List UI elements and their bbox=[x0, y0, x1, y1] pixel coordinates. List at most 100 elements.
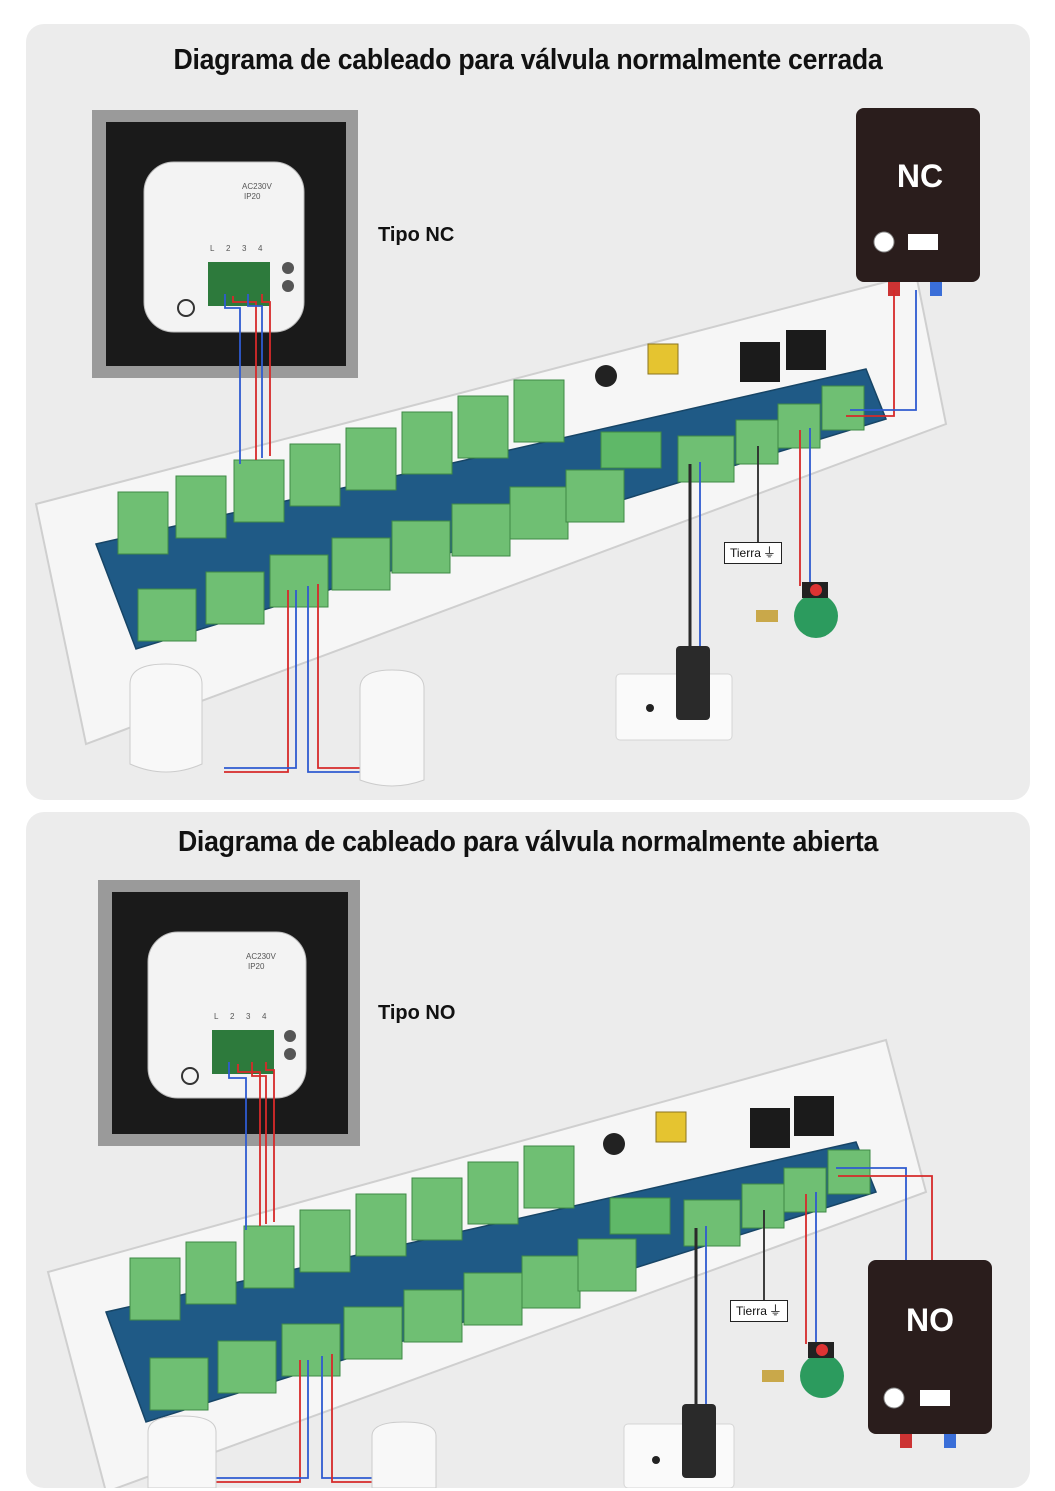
terminal-block-boiler bbox=[821, 385, 865, 431]
panel-normally-closed: Diagrama de cableado para válvula normal… bbox=[26, 24, 1030, 800]
thermostat-terminals bbox=[208, 262, 270, 306]
thermostat-voltage: AC230V bbox=[246, 952, 276, 961]
tank-pipe-hot bbox=[900, 1434, 912, 1448]
ground-label-text: Tierra bbox=[730, 546, 761, 560]
terminal-block bbox=[299, 1209, 351, 1273]
wiring-scene-no bbox=[46, 880, 992, 1488]
terminal-block bbox=[577, 1238, 637, 1292]
actuator-icon bbox=[147, 1415, 217, 1488]
terminal-block bbox=[513, 379, 565, 443]
terminal-block-pump bbox=[783, 1167, 827, 1213]
thermostat-module bbox=[143, 161, 305, 333]
relay bbox=[740, 342, 780, 382]
terminal-block-ground bbox=[741, 1183, 785, 1229]
fuse-holder bbox=[600, 431, 662, 469]
thermostat-screw bbox=[282, 262, 294, 274]
pump-icon bbox=[762, 1342, 844, 1398]
panel-normally-open: Diagrama de cableado para válvula normal… bbox=[26, 812, 1030, 1488]
relay bbox=[750, 1108, 790, 1148]
terminal-block bbox=[205, 571, 265, 625]
upper-terminal-row bbox=[117, 379, 565, 555]
tank-pipe-hot bbox=[888, 282, 900, 296]
terminal-block bbox=[467, 1161, 519, 1225]
transformer bbox=[647, 343, 679, 375]
thermostat-terminal-label: 3 bbox=[242, 244, 247, 253]
pump-icon bbox=[756, 582, 838, 638]
terminal-block-boiler bbox=[827, 1149, 871, 1195]
power-outlet-icon bbox=[615, 646, 733, 741]
terminal-block bbox=[137, 588, 197, 642]
terminal-block-pump bbox=[777, 403, 821, 449]
lower-terminal-row bbox=[137, 385, 865, 642]
thermostat-terminal-label: 3 bbox=[246, 1012, 251, 1021]
wiring-scene-nc bbox=[34, 108, 980, 787]
transformer bbox=[655, 1111, 687, 1143]
wiring bbox=[216, 1062, 933, 1483]
terminal-block bbox=[391, 520, 451, 574]
ground-label: Tierra⏚ bbox=[730, 1300, 788, 1322]
thermostat-dial-icon bbox=[177, 299, 195, 317]
terminal-block bbox=[355, 1193, 407, 1257]
terminal-block bbox=[217, 1340, 277, 1394]
terminal-block bbox=[117, 491, 169, 555]
terminal-block bbox=[149, 1357, 209, 1411]
terminal-block bbox=[269, 554, 329, 608]
relay bbox=[786, 330, 826, 370]
boiler-tank bbox=[856, 108, 980, 282]
actuator-icon bbox=[129, 663, 203, 773]
terminal-block bbox=[565, 469, 625, 523]
tank-label: NO bbox=[906, 1302, 954, 1338]
power-outlet-icon bbox=[623, 1404, 735, 1488]
actuator-icon bbox=[359, 669, 425, 787]
thermostat-voltage: AC230V bbox=[242, 182, 272, 191]
thermostat-ip: IP20 bbox=[244, 192, 261, 201]
terminal-block bbox=[343, 1306, 403, 1360]
terminal-block bbox=[233, 459, 285, 523]
terminal-block-ground bbox=[735, 419, 779, 465]
terminal-block bbox=[401, 411, 453, 475]
tank-pipe-cold bbox=[944, 1434, 956, 1448]
terminal-block bbox=[403, 1289, 463, 1343]
terminal-block bbox=[281, 1323, 341, 1377]
terminal-block bbox=[345, 427, 397, 491]
panel-title: Diagrama de cableado para válvula normal… bbox=[177, 826, 879, 858]
terminal-block-power bbox=[677, 435, 735, 483]
thermostat-type-label: Tipo NC bbox=[378, 224, 455, 246]
capacitor bbox=[603, 1133, 625, 1155]
terminal-block-power bbox=[683, 1199, 741, 1247]
terminal-block bbox=[451, 503, 511, 557]
thermostat-terminal-label: 2 bbox=[226, 244, 231, 253]
ground-icon: ⏚ bbox=[768, 1303, 782, 1318]
gauge-icon bbox=[873, 231, 895, 253]
thermostat-screw bbox=[282, 280, 294, 292]
thermostat-terminals bbox=[212, 1030, 274, 1074]
capacitor bbox=[595, 365, 617, 387]
terminal-block bbox=[463, 1272, 523, 1326]
terminal-block bbox=[411, 1177, 463, 1241]
terminal-block bbox=[243, 1225, 295, 1289]
panel-title: Diagrama de cableado para válvula normal… bbox=[173, 44, 883, 76]
tank-display bbox=[920, 1390, 950, 1406]
terminal-block bbox=[523, 1145, 575, 1209]
thermostat-terminal-label: L bbox=[210, 244, 215, 253]
thermostat-terminal-label: 2 bbox=[230, 1012, 235, 1021]
terminal-block bbox=[289, 443, 341, 507]
terminal-block bbox=[521, 1255, 581, 1309]
tank-display bbox=[908, 234, 938, 250]
tank-pipe-cold bbox=[930, 282, 942, 296]
terminal-block bbox=[457, 395, 509, 459]
terminal-block bbox=[129, 1257, 181, 1321]
thermostat-ip: IP20 bbox=[248, 962, 265, 971]
terminal-block bbox=[175, 475, 227, 539]
thermostat-screw bbox=[284, 1048, 296, 1060]
ground-label: Tierra⏚ bbox=[724, 542, 782, 564]
relay bbox=[794, 1096, 834, 1136]
fuse-holder bbox=[609, 1197, 671, 1235]
thermostat-terminal-label: 4 bbox=[258, 244, 263, 253]
ground-icon: ⏚ bbox=[762, 545, 776, 560]
terminal-block bbox=[331, 537, 391, 591]
terminal-block bbox=[509, 486, 569, 540]
terminal-block bbox=[185, 1241, 237, 1305]
thermostat-terminal-label: 4 bbox=[262, 1012, 267, 1021]
wiring bbox=[224, 290, 917, 773]
